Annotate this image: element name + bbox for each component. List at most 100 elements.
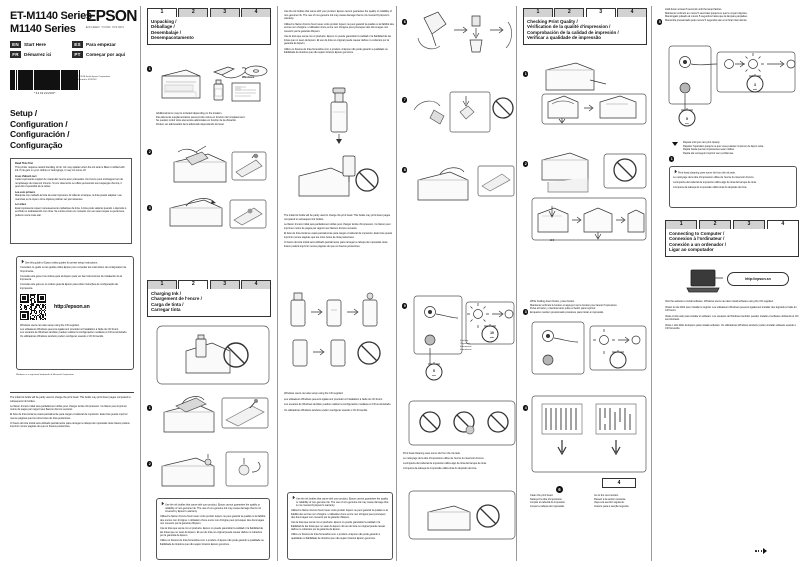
do-not-actions-illustration xyxy=(408,400,516,446)
tab-4[interactable]: 4 xyxy=(766,220,799,229)
panel-charging-ink: 1 2 3 4 Charging Ink / Chargement de l'e… xyxy=(147,280,271,317)
panel-4-title-en: Connecting to Computer / xyxy=(669,230,725,236)
tab-4[interactable]: 4 xyxy=(241,280,271,289)
tab-1[interactable]: 1 xyxy=(665,220,698,229)
ink-bullet-4: Utilize os frascos de tinta fornecidos c… xyxy=(284,47,388,55)
ink-step-7: 7 xyxy=(402,88,408,106)
panel-4-tabs[interactable]: 1 2 3 4 xyxy=(665,220,799,229)
tab-2[interactable]: 2 xyxy=(178,8,209,17)
nozzle-pattern-compare-illustration xyxy=(530,394,648,474)
ink-fill-fr: Les utilisateurs Windows peuvent égaleme… xyxy=(284,397,383,401)
tab-4[interactable]: 4 xyxy=(241,8,271,17)
ink-caution-2-en: The initial ink bottle will be partly us… xyxy=(284,214,391,221)
ink-step-9: 9 xyxy=(402,294,408,312)
copyright-block: © 2018 Seiko Epson Corporation Printed i… xyxy=(78,76,136,82)
origin-note-es: Use la tinta que venía con el producto. … xyxy=(291,521,386,531)
repeat-note: Repeat until you can print cleanly. Répé… xyxy=(683,141,799,155)
next-section-caption: Go to the next section. Passez à la sect… xyxy=(594,494,648,508)
lamp-legend: Flashing Clignotant Intermitente Intermi… xyxy=(460,340,472,352)
url-pill[interactable]: http://epson.sn xyxy=(727,272,789,286)
step-number: 5 xyxy=(657,19,663,25)
tab-2[interactable]: 2 xyxy=(178,280,209,289)
tab-1[interactable]: 1 xyxy=(147,8,177,17)
repeat-es: Repita hasta que las impresiones sean ní… xyxy=(683,148,735,151)
column-panel-3: 1 2 3 4 Checking Print Quality / Vérific… xyxy=(520,0,651,567)
panel-1-step-2: 2 xyxy=(147,140,153,158)
clean-head-pt: Limpar a cabeça de impressão. xyxy=(530,504,565,508)
tab-3[interactable]: 3 xyxy=(585,8,616,17)
power-lamp-timer-illustration xyxy=(408,292,516,392)
column-divider-3 xyxy=(396,6,397,561)
panel-3-title-fr: Vérification de la qualité d'impression … xyxy=(527,24,611,30)
repeat-fr: Répétez l'opération jusqu'à ce que vous … xyxy=(683,144,764,148)
next-section-tab[interactable]: 4 xyxy=(602,478,636,488)
step-number-1-repeat: 1 xyxy=(669,156,675,162)
panel-3-step-3: 3 xyxy=(523,300,529,318)
read-first-text-fr: Cette imprimante requiert de manipuler l… xyxy=(15,178,124,188)
step-number: 2 xyxy=(147,149,153,155)
hold-button-fr: Maintenez enfoncé le bouton et appuyez s… xyxy=(530,303,618,307)
tab-1[interactable]: 1 xyxy=(147,280,177,289)
initial-ink-note: The initial ink bottle will be partly us… xyxy=(10,392,134,429)
step-number: 1 xyxy=(523,71,529,77)
panel-4-body-pt: Visite o sítio Web da Epson para instala… xyxy=(665,323,796,331)
tab-3[interactable]: 3 xyxy=(209,8,240,17)
hold-button-pt: Enquanto mantém pressionado pressione pa… xyxy=(530,310,604,314)
column-divider-2 xyxy=(277,6,278,561)
step-number: 2 xyxy=(147,461,153,467)
qr-code[interactable] xyxy=(20,294,46,320)
connect-url[interactable]: http://epson.sn xyxy=(745,277,771,281)
read-first-heading-es: Lea esto primero xyxy=(15,190,36,194)
panel-1-title: Unpacking / Déballage / Desembalaje / De… xyxy=(147,16,271,45)
panel-3-step-6-marker: 6 xyxy=(556,478,563,496)
hold-button-note: Hold down at least 5 seconds until the l… xyxy=(665,8,799,22)
epson-setup-url[interactable]: http://epson.sn xyxy=(54,304,90,310)
panel-1-step-1: 1 xyxy=(147,57,153,75)
caution-en: Use the ink bottles that came with your … xyxy=(160,501,266,514)
tab-3[interactable]: 3 xyxy=(732,220,766,229)
open-scanner-unit-illustration xyxy=(156,194,271,234)
do-not-fr: Le nettoyage de la tête d'impression uti… xyxy=(403,457,485,460)
dot-3 xyxy=(760,550,763,552)
unlock-ink-tank-illustration xyxy=(156,448,271,494)
close-tank-cover-illustration xyxy=(410,156,515,218)
transport-caution-illustration xyxy=(408,490,516,540)
cleaning-note-pt: A limpeza da cabeça de impressão utiliza… xyxy=(673,186,747,189)
tab-2[interactable]: 2 xyxy=(698,220,732,229)
language-es: ES Para empezar xyxy=(72,41,138,48)
tab-4[interactable]: 4 xyxy=(617,8,647,17)
read-first-text-en: This printer requires careful handling o… xyxy=(15,165,125,173)
origin-note-en: Use the ink bottles that came with your … xyxy=(291,495,389,508)
cap-ink-tank-illustration xyxy=(410,86,515,148)
tab-2[interactable]: 2 xyxy=(554,8,585,17)
panel-3-step-2: 2 xyxy=(523,152,529,170)
panel-1-step-3: 3 xyxy=(147,196,153,214)
repeat-arrow-group: 1 xyxy=(669,142,678,165)
setup-heading-fr: Configuration / xyxy=(10,118,68,129)
laptop-icon xyxy=(683,268,723,294)
head-cleaning-ink-note: Print head cleaning uses some ink from t… xyxy=(669,166,797,208)
pour-ink-illustration xyxy=(410,8,515,80)
hold-button-es: Pulse el botón y mientras tanto pulse el… xyxy=(530,307,596,310)
panel-1-tabs[interactable]: 1 2 3 4 xyxy=(147,8,271,17)
remove-tape-illustration xyxy=(156,138,271,190)
repeat-pt: Repita até conseguir imprimir sem proble… xyxy=(683,151,734,155)
paper-size-label: A4 xyxy=(550,238,554,242)
panel-2-title-en: Charging Ink / xyxy=(151,290,182,296)
panel-3-tabs[interactable]: 1 2 3 4 xyxy=(523,8,647,17)
note-arrow-icon xyxy=(160,501,164,506)
caution-pt: Utilize os frascos de tinta fornecidos c… xyxy=(160,539,264,546)
panel-2-tabs[interactable]: 1 2 3 4 xyxy=(147,280,271,289)
ink-bottle-origin-note: Use the ink bottles that came with your … xyxy=(287,492,393,560)
head-cleaning-buttons-illustration xyxy=(665,42,799,130)
do-not-text: Print head cleaning uses some ink from t… xyxy=(403,452,513,471)
panel-2-title-pt: Carregar tinta xyxy=(151,307,181,313)
tab-3[interactable]: 3 xyxy=(209,280,240,289)
panel-1-title-fr: Déballage / xyxy=(151,24,175,30)
video-note-line-en: See this guide or Epson video guides for… xyxy=(20,259,130,265)
tab-1[interactable]: 1 xyxy=(523,8,553,17)
ink-fill-pt: Os utilizadores Windows também podem con… xyxy=(284,408,368,412)
